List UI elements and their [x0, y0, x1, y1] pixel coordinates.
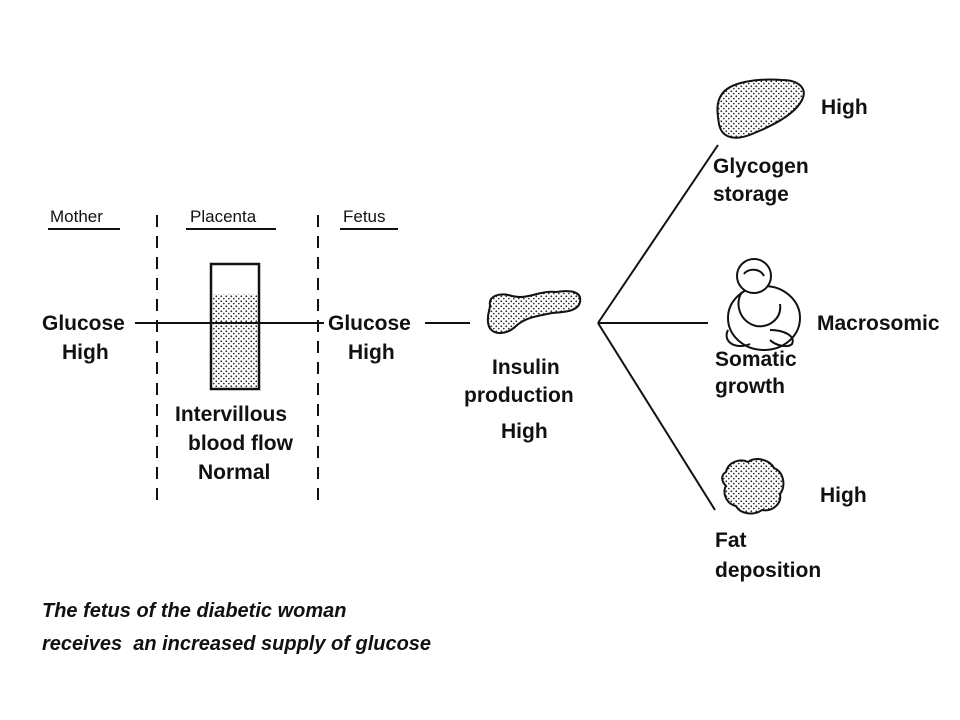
- branch-fat-line: [597, 322, 716, 511]
- fat-label-line2: deposition: [715, 559, 821, 582]
- somatic-label-line2: growth: [715, 375, 785, 398]
- glycogen-level: High: [821, 96, 868, 119]
- insulin-label-line1: Insulin: [492, 356, 560, 379]
- caption-line1: The fetus of the diabetic woman: [42, 600, 346, 622]
- branch-glycogen-line: [597, 144, 719, 324]
- intervillous-level-fill: [213, 294, 257, 387]
- mother-glucose-level: High: [62, 341, 109, 364]
- glycogen-label-line2: storage: [713, 183, 789, 206]
- somatic-level: Macrosomic: [817, 312, 940, 335]
- header-fetus: Fetus: [343, 207, 386, 226]
- fetus-glucose-label: Glucose: [328, 312, 411, 335]
- header-mother: Mother: [50, 207, 103, 226]
- header-placenta: Placenta: [190, 207, 257, 226]
- mother-glucose-label: Glucose: [42, 312, 125, 335]
- fat-label-line1: Fat: [715, 529, 747, 552]
- insulin-label-line2: production: [464, 384, 574, 407]
- somatic-label-line1: Somatic: [715, 348, 797, 371]
- glycogen-label-line1: Glycogen: [713, 155, 809, 178]
- fetus-icon: [725, 258, 801, 351]
- fat-cell-icon: [721, 458, 785, 515]
- caption-line2: receives an increased supply of glucose: [42, 633, 431, 655]
- fetus-glucose-backdrop: [324, 310, 416, 336]
- fetus-glucose-level: High: [348, 341, 395, 364]
- placenta-label-line2: blood flow: [188, 432, 294, 455]
- fat-level: High: [820, 484, 867, 507]
- pancreas-icon: [486, 290, 582, 334]
- liver-icon: [716, 78, 805, 139]
- placenta-label-line1: Intervillous: [175, 403, 287, 426]
- insulin-label-level: High: [501, 420, 548, 443]
- placenta-label-level: Normal: [198, 461, 270, 484]
